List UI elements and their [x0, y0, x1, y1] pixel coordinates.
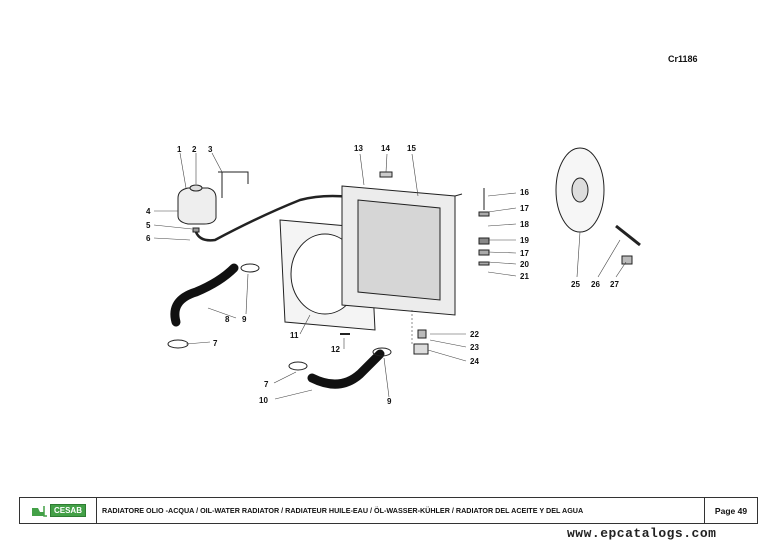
callout-label: 16: [520, 188, 529, 197]
callout-label: 10: [259, 396, 268, 405]
callout-label: 9: [242, 315, 247, 324]
callout-label: 3: [208, 145, 213, 154]
callout-label: 20: [520, 260, 529, 269]
watermark: www.epcatalogs.com: [567, 526, 717, 541]
cesab-logo: CESAB: [20, 498, 97, 523]
drawing-code: Cr1186: [668, 54, 698, 64]
callout-label: 23: [470, 343, 479, 352]
callout-label: 24: [470, 357, 479, 366]
callout-label: 4: [146, 207, 151, 216]
callout-label: 19: [520, 236, 529, 245]
callout-label: 1: [177, 145, 182, 154]
callout-label: 22: [470, 330, 479, 339]
callout-label: 17: [520, 204, 529, 213]
callout-label: 6: [146, 234, 151, 243]
footer-title-block: CESAB RADIATORE OLIO -ACQUA / OIL-WATER …: [19, 497, 758, 524]
callout-label: 15: [407, 144, 416, 153]
callout-label: 11: [290, 331, 299, 340]
callout-label: 27: [610, 280, 619, 289]
page-number: Page 49: [704, 498, 757, 523]
callout-label: 18: [520, 220, 529, 229]
callout-label: 13: [354, 144, 363, 153]
callout-label: 5: [146, 221, 151, 230]
callout-label: 25: [571, 280, 580, 289]
callout-label: 21: [520, 272, 529, 281]
forklift-icon: [31, 505, 47, 517]
callout-label: 17: [520, 249, 529, 258]
callout-label: 8: [225, 315, 230, 324]
document-title: RADIATORE OLIO -ACQUA / OIL-WATER RADIAT…: [102, 506, 584, 515]
callout-label: 7: [213, 339, 218, 348]
logo-text: CESAB: [49, 504, 86, 517]
callout-label: 12: [331, 345, 340, 354]
callout-label: 14: [381, 144, 390, 153]
callout-label: 2: [192, 145, 197, 154]
callout-label: 7: [264, 380, 269, 389]
callout-label: 9: [387, 397, 392, 406]
callout-label: 26: [591, 280, 600, 289]
